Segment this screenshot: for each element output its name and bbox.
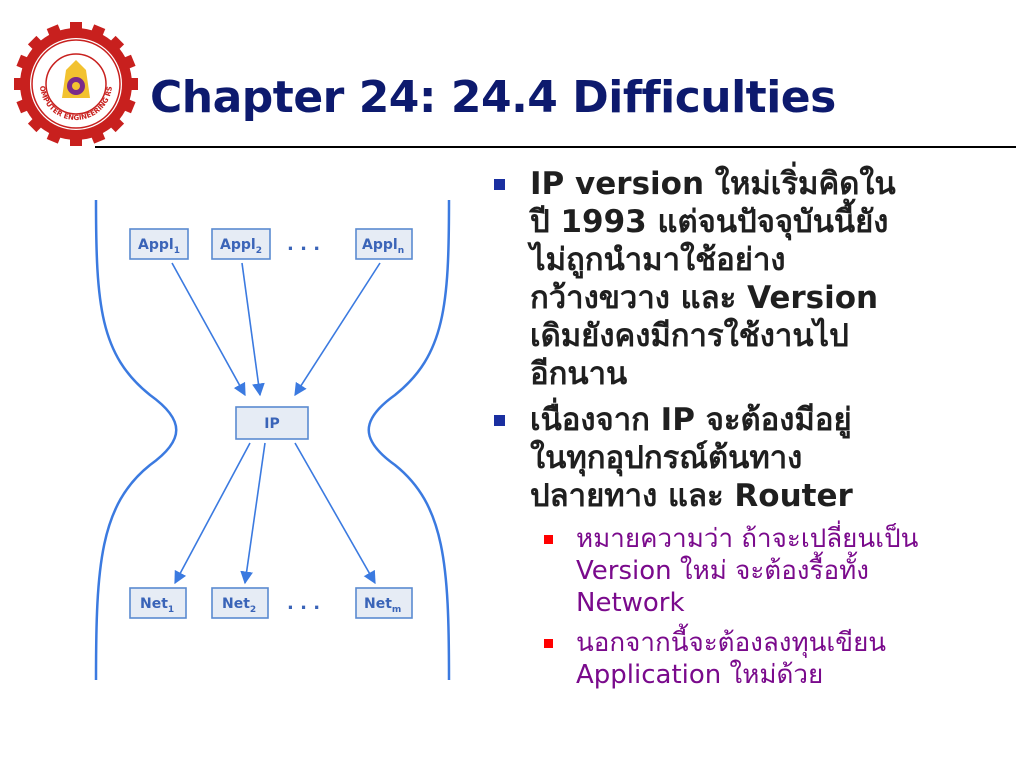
gear-tooth — [70, 132, 82, 146]
hourglass-right-curve — [367, 199, 451, 681]
arrow-appl2-ip — [241, 262, 265, 397]
gear-tooth — [14, 78, 28, 90]
bullet-item-2: เนื่องจาก IP จะต้องมีอยู่ ในทุกอุปกรณ์ต้… — [492, 401, 1012, 515]
gear-tooth — [118, 54, 136, 72]
page-title: Chapter 24: 24.4 Difficulties — [150, 72, 836, 123]
gear-tooth — [27, 113, 47, 133]
gear-tooth — [88, 24, 106, 42]
gear-tooth — [46, 126, 64, 144]
gear-tooth — [16, 54, 34, 72]
sub-bullet-line: Network — [576, 588, 685, 618]
sub-bullet-item-1: หมายความว่า ถ้าจะเปลี่ยนเป็น Version ใหม… — [492, 523, 1012, 619]
arrow-ip-net2 — [240, 442, 266, 585]
appl-box-2: Appl2 — [211, 228, 271, 260]
net-box-m: Netm — [355, 587, 413, 619]
university-seal-gear-icon: COMPUTER ENGINEERING RSU — [14, 22, 138, 146]
bullet-square-icon — [494, 415, 505, 426]
arrow-appl1-ip — [171, 262, 246, 397]
title-divider — [95, 146, 1016, 148]
sub-bullet-line: Application ใหม่ด้วย — [576, 660, 824, 690]
bullet-item-1: IP version ใหม่เริ่มคิดใน ปี 1993 แต่จนป… — [492, 165, 1012, 393]
bullet-line: ปลายทาง และ Router — [530, 478, 853, 514]
arrow-ip-net1 — [174, 442, 251, 585]
gear-tooth — [46, 24, 64, 42]
svg-text:Net1: Net1 — [140, 596, 174, 615]
ip-box: IP — [235, 406, 309, 440]
bullet-list: IP version ใหม่เริ่มคิดใน ปี 1993 แต่จนป… — [492, 165, 1012, 699]
gear-tooth — [105, 35, 125, 55]
sub-bullet-item-2: นอกจากนี้จะต้องลงทุนเขียน Application ให… — [492, 627, 1012, 691]
bullet-square-icon — [494, 179, 505, 190]
gear-tooth — [88, 126, 106, 144]
arrow-ip-netm — [294, 442, 376, 585]
sub-bullet-line: Version ใหม่ จะต้องรื้อทั้ง — [576, 556, 869, 586]
net-box-1: Net1 — [129, 587, 187, 619]
sub-bullet-square-icon — [544, 639, 553, 648]
bullet-line: อีกนาน — [530, 356, 628, 392]
sub-bullet-line: หมายความว่า ถ้าจะเปลี่ยนเป็น — [576, 524, 919, 554]
sub-bullet-square-icon — [544, 535, 553, 544]
svg-text:Netm: Netm — [364, 596, 401, 615]
svg-text:Appl1: Appl1 — [138, 237, 180, 256]
bullet-line: IP version ใหม่เริ่มคิดใน — [530, 166, 896, 202]
net-box-2: Net2 — [211, 587, 269, 619]
appl-box-1: Appl1 — [129, 228, 189, 260]
gear-tooth — [118, 96, 136, 114]
appl-ellipsis: . . . — [287, 234, 320, 255]
svg-text:IP: IP — [264, 416, 279, 432]
sub-bullet-line: นอกจากนี้จะต้องลงทุนเขียน — [576, 628, 887, 658]
gear-tooth — [70, 22, 82, 36]
arrow-appln-ip — [294, 262, 381, 397]
gear-tooth — [27, 35, 47, 55]
svg-text:Net2: Net2 — [222, 596, 256, 615]
bullet-line: กว้างขวาง และ Version — [530, 280, 879, 316]
hourglass-left-curve — [94, 199, 178, 681]
net-ellipsis: . . . — [287, 593, 320, 614]
bullet-line: เนื่องจาก IP จะต้องมีอยู่ — [530, 402, 852, 438]
gear-tooth — [16, 96, 34, 114]
bullet-line: เดิมยังคงมีการใช้งานไป — [530, 318, 849, 354]
svg-text:Appl2: Appl2 — [220, 237, 262, 256]
gear-tooth — [105, 113, 125, 133]
gear-tooth — [124, 78, 138, 90]
appl-box-n: Appln — [355, 228, 413, 260]
bullet-line: ไม่ถูกนำมาใช้อย่าง — [530, 242, 786, 278]
svg-text:Appln: Appln — [362, 237, 404, 256]
bullet-line: ในทุกอุปกรณ์ต้นทาง — [530, 440, 803, 476]
bullet-line: ปี 1993 แต่จนปัจจุบันนี้ยัง — [530, 204, 889, 240]
hourglass-diagram: Appl1 Appl2 . . . Appln IP Net1 Net2 . .… — [94, 199, 451, 681]
